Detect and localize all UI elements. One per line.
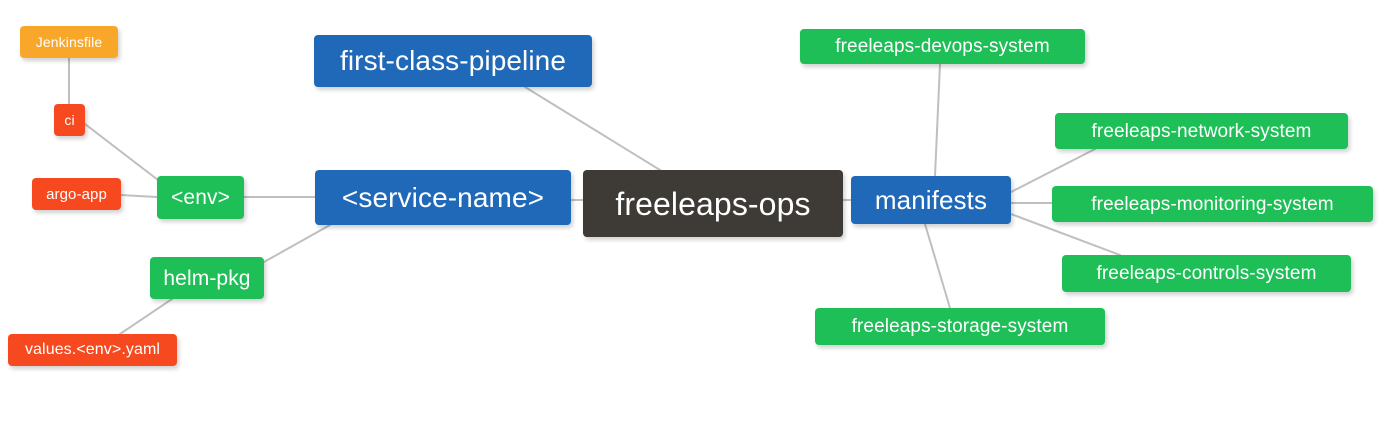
node-values-env-yaml[interactable]: values.<env>.yaml bbox=[8, 334, 177, 366]
node-argo-app[interactable]: argo-app bbox=[32, 178, 121, 210]
node-freeleaps-devops-system[interactable]: freeleaps-devops-system bbox=[800, 29, 1085, 64]
edge-service-name-to-helm-pkg bbox=[263, 224, 331, 263]
node-label-jenkinsfile: Jenkinsfile bbox=[35, 34, 103, 50]
edge-ci-to-env bbox=[84, 123, 159, 181]
node-label-freeleaps-monitoring-system: freeleaps-monitoring-system bbox=[1091, 193, 1334, 215]
node-label-freeleaps-controls-system: freeleaps-controls-system bbox=[1096, 263, 1317, 284]
node-label-argo-app: argo-app bbox=[46, 185, 107, 203]
node-label-first-class-pipeline: first-class-pipeline bbox=[339, 45, 567, 76]
edge-argo-app-to-env bbox=[120, 194, 158, 198]
node-freeleaps-network-system[interactable]: freeleaps-network-system bbox=[1055, 113, 1348, 149]
node-label-manifests: manifests bbox=[874, 185, 988, 215]
node-label-freeleaps-ops: freeleaps-ops bbox=[615, 185, 811, 222]
edge-first-class-pipeline-to-freeleaps-ops bbox=[524, 86, 661, 171]
node-label-service-name: <service-name> bbox=[341, 181, 545, 213]
node-freeleaps-storage-system[interactable]: freeleaps-storage-system bbox=[815, 308, 1105, 345]
node-freeleaps-controls-system[interactable]: freeleaps-controls-system bbox=[1062, 255, 1351, 292]
node-label-freeleaps-storage-system: freeleaps-storage-system bbox=[851, 316, 1069, 337]
node-ci[interactable]: ci bbox=[54, 104, 85, 136]
node-freeleaps-monitoring-system[interactable]: freeleaps-monitoring-system bbox=[1052, 186, 1373, 222]
edge-manifests-to-freeleaps-devops-system bbox=[934, 63, 941, 177]
node-freeleaps-ops[interactable]: freeleaps-ops bbox=[583, 170, 843, 237]
node-env[interactable]: <env> bbox=[157, 176, 244, 219]
node-helm-pkg[interactable]: helm-pkg bbox=[150, 257, 264, 299]
node-label-freeleaps-network-system: freeleaps-network-system bbox=[1091, 120, 1312, 142]
node-service-name[interactable]: <service-name> bbox=[315, 170, 571, 225]
node-label-helm-pkg: helm-pkg bbox=[163, 266, 251, 290]
node-manifests[interactable]: manifests bbox=[851, 176, 1011, 224]
edge-helm-pkg-to-values-env-yaml bbox=[119, 298, 173, 335]
node-label-values-env-yaml: values.<env>.yaml bbox=[24, 341, 161, 358]
node-first-class-pipeline[interactable]: first-class-pipeline bbox=[314, 35, 592, 87]
node-jenkinsfile[interactable]: Jenkinsfile bbox=[20, 26, 118, 58]
node-label-env: <env> bbox=[171, 186, 230, 209]
node-label-ci: ci bbox=[64, 112, 75, 128]
edge-manifests-to-freeleaps-storage-system bbox=[924, 223, 951, 309]
node-label-freeleaps-devops-system: freeleaps-devops-system bbox=[835, 36, 1050, 57]
